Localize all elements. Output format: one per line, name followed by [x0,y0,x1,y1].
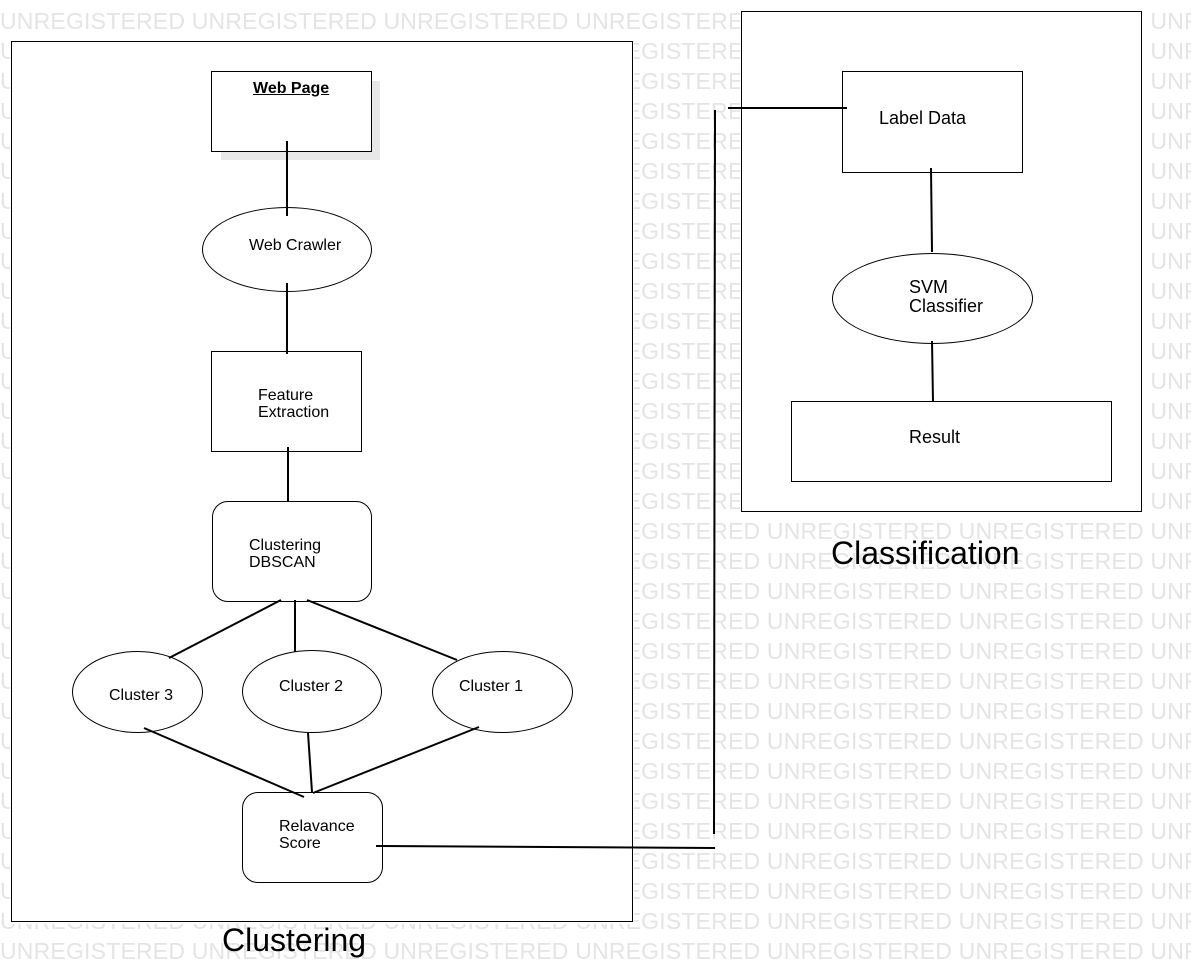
watermark-line: UNREGISTERED UNREGISTERED UNREGISTERED U… [0,966,1191,971]
svm-classifier-node[interactable]: SVM Classifier [832,253,1033,344]
cluster-3-label: Cluster 3 [109,687,174,704]
clustering-dbscan-label: Clustering DBSCAN [249,537,322,571]
relevance-score-label: Relavance Score [279,818,355,852]
relevance-score-node[interactable]: Relavance Score [242,792,383,883]
cluster-3-node[interactable]: Cluster 3 [72,651,203,733]
clustering-group-frame [11,41,633,922]
clustering-dbscan-node[interactable]: Clustering DBSCAN [212,501,372,602]
label-data-node[interactable]: Label Data [842,71,1023,173]
watermark-line: UNREGISTERED UNREGISTERED UNREGISTERED U… [0,938,1191,964]
label-data-label: Label Data [879,108,967,128]
web-crawler-node[interactable]: Web Crawler [202,207,372,292]
web-crawler-label: Web Crawler [249,237,342,254]
clustering-caption: Clustering [222,922,367,958]
classification-group-frame [741,11,1142,512]
feature-extraction-label: Feature Extraction [258,387,330,421]
cluster-1-label: Cluster 1 [459,678,524,695]
svm-classifier-label: SVM Classifier [909,277,984,316]
cluster-2-node[interactable]: Cluster 2 [242,650,382,733]
web-page-label: Web Page [253,80,330,97]
cluster-2-label: Cluster 2 [279,678,344,695]
cluster-1-node[interactable]: Cluster 1 [432,651,573,733]
web-page-node[interactable]: Web Page [211,71,372,152]
result-node[interactable]: Result [791,401,1112,482]
feature-extraction-node[interactable]: Feature Extraction [211,351,362,452]
classification-caption: Classification [831,535,1020,571]
result-label: Result [909,427,961,447]
